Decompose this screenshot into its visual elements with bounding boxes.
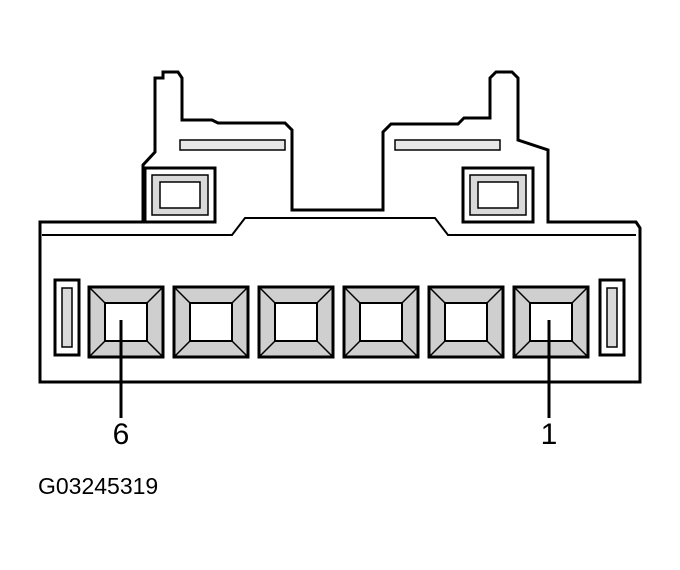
pin-cavity-3 [342,285,420,359]
pin-cavity-1 [512,285,590,359]
pin-cavity-2 [427,285,505,359]
left-latch-detail [179,139,286,151]
right-side-key [598,278,626,357]
pin-label-1: 1 [540,418,558,451]
pin-cavity-5 [172,285,250,359]
right-latch-detail [394,139,501,151]
pin-label-6: 6 [112,418,130,451]
left-side-key [53,278,81,357]
pin-cavity-4 [257,285,335,359]
pin-cavity-row [87,285,590,359]
figure-id: G03245319 [38,473,159,499]
left-latch-window [143,166,217,224]
right-latch-window [461,166,535,224]
pin-cavity-6 [87,285,165,359]
housing-shoulder-line [42,217,636,236]
